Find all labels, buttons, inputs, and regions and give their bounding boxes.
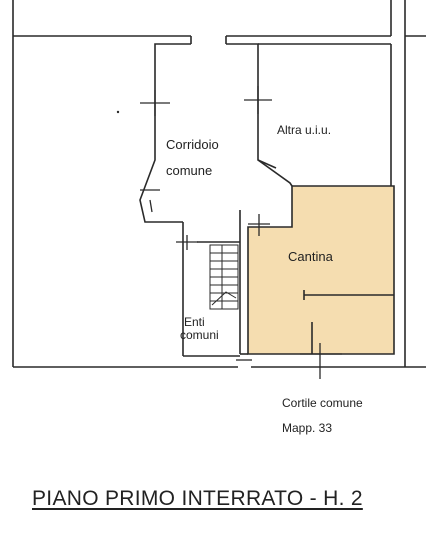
corridor-label-line1: Corridoio bbox=[166, 137, 219, 152]
survey-dot bbox=[116, 110, 120, 114]
floor-title: PIANO PRIMO INTERRATO - H. 2 bbox=[32, 487, 363, 510]
courtyard-label: Cortile comune bbox=[282, 396, 363, 410]
cellar-area[interactable] bbox=[248, 186, 394, 354]
corridor-label-line2: comune bbox=[166, 163, 213, 178]
common-label-line1: Enti bbox=[184, 315, 205, 329]
other-unit-label: Altra u.i.u. bbox=[277, 123, 332, 137]
door-markers bbox=[140, 86, 342, 379]
common-label-line2: comuni bbox=[180, 328, 219, 342]
cellar-label: Cantina bbox=[288, 249, 333, 264]
walls bbox=[12, 0, 426, 368]
parcel-label: Mapp. 33 bbox=[282, 421, 333, 435]
staircase bbox=[209, 244, 239, 310]
